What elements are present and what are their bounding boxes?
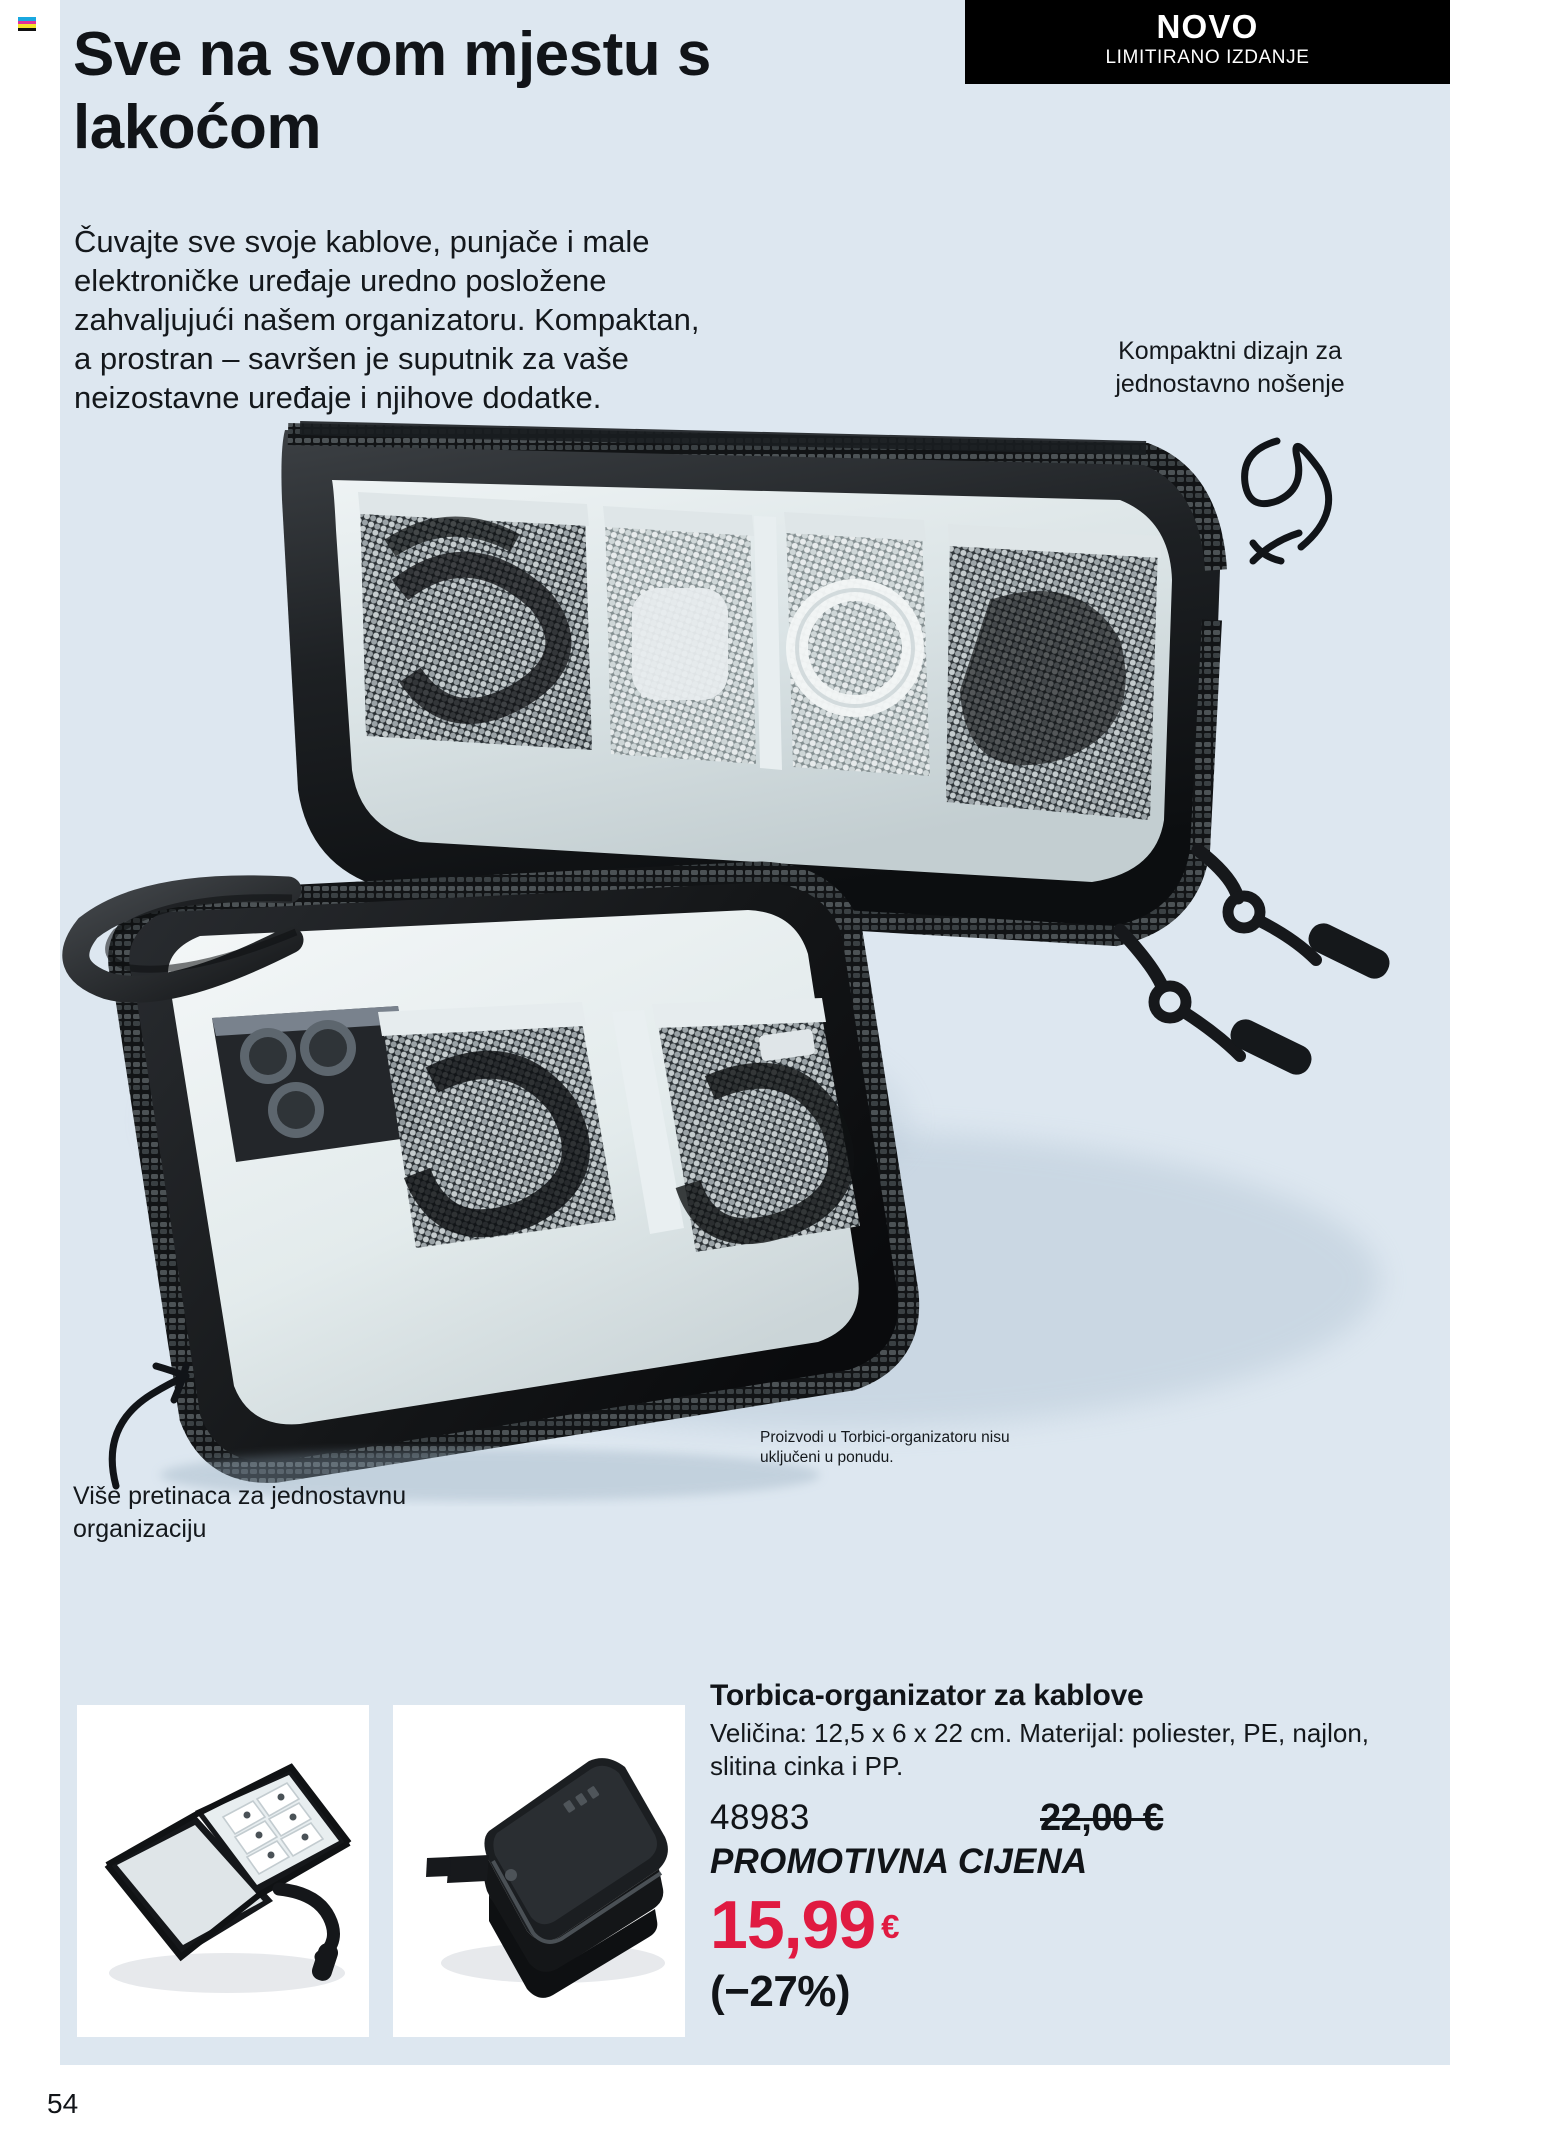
- product-sku: 48983: [710, 1798, 810, 1837]
- swatch-yellow: [18, 24, 36, 28]
- product-info-block: Torbica-organizator za kablove Veličina:…: [710, 1678, 1440, 2019]
- product-disclaimer: Proizvodi u Torbici-organizatoru nisu uk…: [760, 1429, 1010, 1466]
- promo-price: 15,99€: [710, 1887, 1440, 1965]
- catalog-page: NOVO LIMITIRANO IZDANJE Sve na svom mjes…: [60, 0, 1450, 2065]
- product-thumbnail-closed-case[interactable]: [393, 1705, 685, 2037]
- thumbnail-open-case-image: [77, 1705, 369, 2037]
- badge-subtitle: LIMITIRANO IZDANJE: [1105, 47, 1310, 68]
- curved-arrow-down-icon: [1241, 437, 1333, 565]
- callout-compartments: Više pretinaca za jednostavnu organizaci…: [73, 1482, 407, 1543]
- discount-badge: (−27%): [710, 1967, 851, 2016]
- intro-paragraph: Čuvajte sve svoje kablove, punjače i mal…: [74, 224, 700, 415]
- product-thumbnail-open-case[interactable]: [77, 1705, 369, 2037]
- hero-product-photo: [62, 421, 1390, 1501]
- curved-arrow-up-icon: [108, 1362, 190, 1490]
- swatch-black: [18, 27, 36, 31]
- promo-price-value: 15,99: [710, 1887, 876, 1963]
- promo-label: PROMOTIVNA CIJENA: [710, 1842, 1088, 1881]
- product-specs: Veličina: 12,5 x 6 x 22 cm. Materijal: p…: [710, 1718, 1370, 1781]
- sku-and-old-price-row: 48983 22,00 €: [710, 1797, 1440, 1841]
- badge-title: NOVO: [1156, 8, 1259, 45]
- old-price: 22,00 €: [1040, 1797, 1164, 1839]
- product-title: Torbica-organizator za kablove: [710, 1679, 1144, 1712]
- swatch-cyan: [18, 17, 36, 21]
- currency-symbol: €: [881, 1908, 899, 1945]
- page-title: Sve na svom mjestu s lakoćom: [73, 20, 711, 162]
- page-number: 54: [47, 2088, 79, 2119]
- print-registration-swatch: [18, 17, 36, 31]
- callout-compact-design: Kompaktni dizajn za jednostavno nošenje: [1115, 337, 1345, 398]
- swatch-magenta: [18, 20, 36, 24]
- thumbnail-closed-case-image: [393, 1705, 685, 2037]
- novo-badge: NOVO LIMITIRANO IZDANJE: [965, 0, 1450, 84]
